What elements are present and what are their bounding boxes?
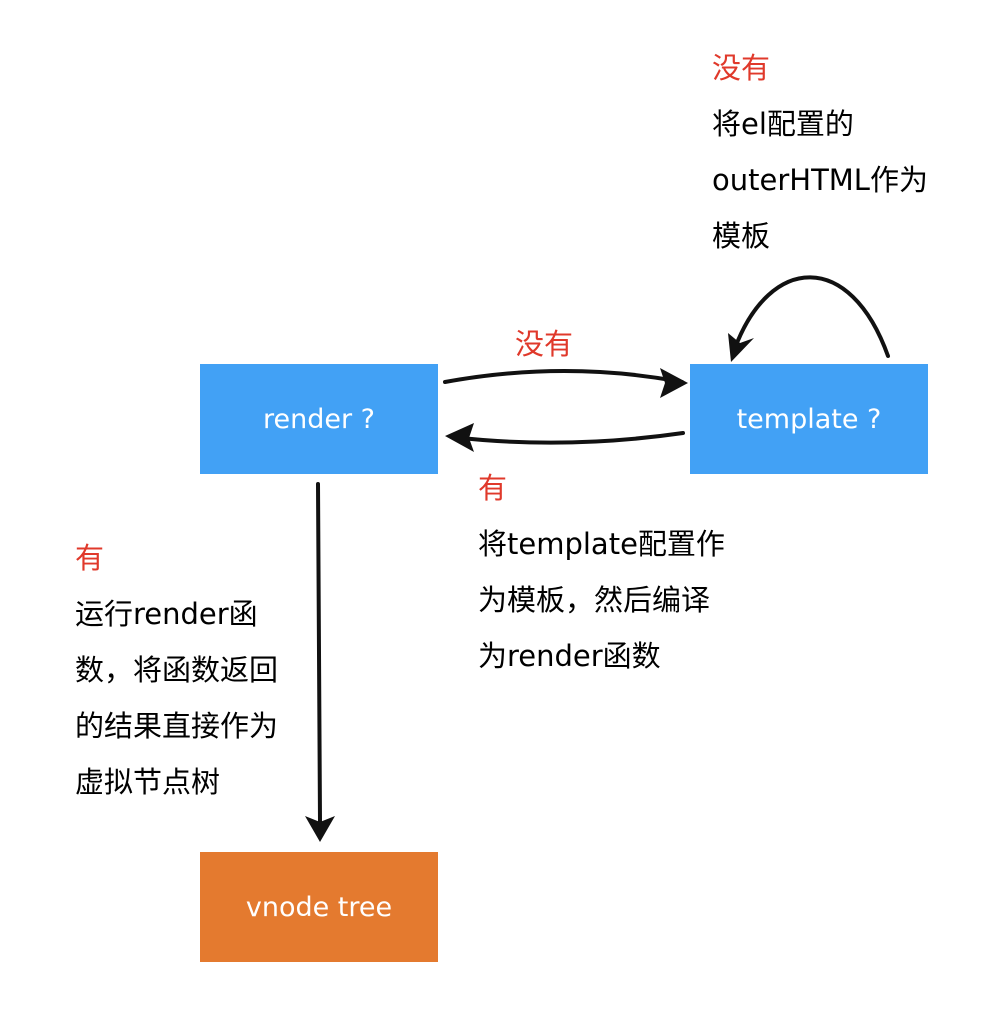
edge-render-to-vnode xyxy=(316,482,322,824)
label-line: 将template配置作 xyxy=(478,527,725,561)
edge-render-to-template xyxy=(443,369,684,384)
label-line: 为模板，然后编译 xyxy=(478,583,711,617)
arrowhead-render-to-template xyxy=(660,368,688,398)
node-template-check: template ? xyxy=(690,364,928,474)
arrowhead-render-to-vnode xyxy=(305,816,335,842)
arrowhead-template-to-render xyxy=(445,423,474,452)
label-line: 运行render函 xyxy=(75,597,258,631)
label-line: 模板 xyxy=(712,219,771,253)
edge-template-self-loop xyxy=(733,275,890,358)
condition-text: 有 xyxy=(478,471,508,505)
label-line: outerHTML作为 xyxy=(712,163,928,197)
label-line: 将el配置的 xyxy=(712,107,854,141)
label-no-template: 没有 将el配置的 outerHTML作为 模板 xyxy=(712,40,928,264)
condition-text: 有 xyxy=(75,541,105,575)
node-render-check: render ? xyxy=(200,364,438,474)
label-line: 为render函数 xyxy=(478,639,661,673)
label-line: 数，将函数返回 xyxy=(75,653,279,687)
arrowhead-template-self-loop xyxy=(728,333,754,362)
node-vnode-tree: vnode tree xyxy=(200,852,438,962)
edge-template-to-render xyxy=(450,431,685,445)
label-no-render: 没有 xyxy=(515,316,573,372)
label-has-template: 有 将template配置作 为模板，然后编译 为render函数 xyxy=(478,460,725,684)
condition-text: 没有 xyxy=(712,51,771,85)
condition-text: 没有 xyxy=(515,327,574,361)
label-line: 的结果直接作为 xyxy=(75,709,279,743)
label-line: 虚拟节点树 xyxy=(75,765,221,799)
label-has-render: 有 运行render函 数，将函数返回 的结果直接作为 虚拟节点树 xyxy=(75,530,278,810)
